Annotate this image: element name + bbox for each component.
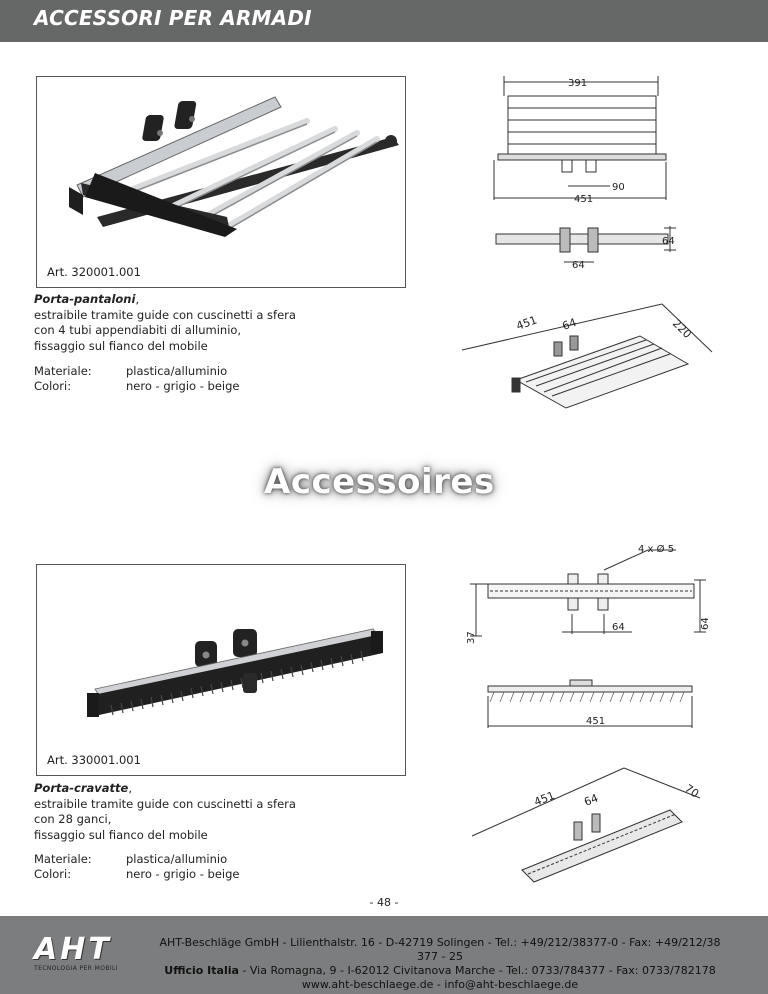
- product1-description: Porta-pantaloni, estraibile tramite guid…: [34, 292, 354, 354]
- product1-drawing-top: 391 90 451: [493, 76, 667, 205]
- material-value: plastica/alluminio: [126, 364, 228, 378]
- dim-iso-451: 451: [515, 313, 539, 332]
- dim-iso-64-2: 64: [582, 791, 600, 808]
- dim-90: 90: [612, 182, 625, 193]
- page-footer: [0, 916, 768, 994]
- product1-drawing-side: 64 64: [495, 226, 676, 271]
- footer-contact: AHT-Beschläge GmbH - Lilienthalstr. 16 -…: [150, 936, 730, 992]
- product2-article-number: Art. 330001.001: [47, 753, 141, 767]
- product2-photo-frame: Art. 330001.001: [36, 564, 406, 776]
- footer-line-3: www.aht-beschlaege.de - info@aht-beschla…: [301, 978, 579, 991]
- dim-64-side: 64: [662, 236, 675, 247]
- dim-64-center: 64: [572, 260, 585, 271]
- product1-photo: [69, 96, 399, 237]
- dim-64-height: 64: [700, 617, 711, 630]
- product2-photo: [87, 628, 383, 717]
- material-label: Materiale:: [34, 852, 92, 866]
- product2-name: Porta-cravatte: [34, 781, 129, 795]
- logo-text: AHT: [34, 932, 112, 967]
- product1-desc-line: fissaggio sul fianco del mobile: [34, 338, 208, 353]
- dim-64-holes: 64: [612, 622, 625, 633]
- footer-line-2: Ufficio Italia - Via Romagna, 9 - I-6201…: [164, 964, 716, 977]
- product2-specs: Materiale: plastica/alluminio Colori: ne…: [34, 852, 334, 884]
- dim-iso-64: 64: [561, 316, 579, 333]
- product1-photo-frame: Art. 320001.001: [36, 76, 406, 288]
- product2-desc-line: con 28 ganci,: [34, 812, 112, 826]
- footer-line-1: AHT-Beschläge GmbH - Lilienthalstr. 16 -…: [159, 936, 721, 963]
- product2-drawing-iso: 451 64 70: [471, 767, 701, 883]
- colors-label: Colori:: [34, 867, 72, 881]
- product2-drawing-front: 4 x Ø 5 37 64 64: [466, 543, 711, 644]
- page-title: ACCESSORI PER ARMADI: [34, 6, 312, 30]
- colors-value: nero - grigio - beige: [126, 867, 240, 881]
- product1-name: Porta-pantaloni: [34, 292, 136, 306]
- dim-iso-220: 220: [670, 317, 694, 341]
- product1-drawing-iso: 451 64 220: [461, 303, 713, 409]
- logo-subtitle: TECNOLOGIA PER MOBILI: [34, 965, 118, 972]
- dim-iso-451-2: 451: [532, 789, 556, 809]
- colors-label: Colori:: [34, 379, 72, 393]
- page-number: - 48 -: [369, 896, 399, 909]
- page-header: ACCESSORI PER ARMADI: [0, 0, 768, 42]
- product1-specs: Materiale: plastica/alluminio Colori: ne…: [34, 364, 334, 396]
- watermark: Accessoires: [264, 462, 495, 502]
- dim-451: 451: [574, 194, 593, 205]
- dim-holes: 4 x Ø 5: [638, 543, 674, 555]
- product2-desc-line: fissaggio sul fianco del mobile: [34, 827, 208, 842]
- aht-logo: AHT TECNOLOGIA PER MOBILI: [34, 932, 118, 973]
- colors-value: nero - grigio - beige: [126, 379, 240, 393]
- product2-description: Porta-cravatte, estraibile tramite guide…: [34, 781, 354, 843]
- material-value: plastica/alluminio: [126, 852, 228, 866]
- dim-391: 391: [568, 78, 587, 89]
- product2-drawing-top: 451: [487, 679, 693, 728]
- dim-37: 37: [466, 631, 477, 644]
- product2-desc-line: estraibile tramite guide con cuscinetti …: [34, 796, 296, 811]
- product1-desc-line: estraibile tramite guide con cuscinetti …: [34, 307, 296, 322]
- product1-article-number: Art. 320001.001: [47, 265, 141, 279]
- product1-desc-line: con 4 tubi appendiabiti di alluminio,: [34, 323, 242, 337]
- material-label: Materiale:: [34, 364, 92, 378]
- dim-451-top: 451: [586, 716, 605, 727]
